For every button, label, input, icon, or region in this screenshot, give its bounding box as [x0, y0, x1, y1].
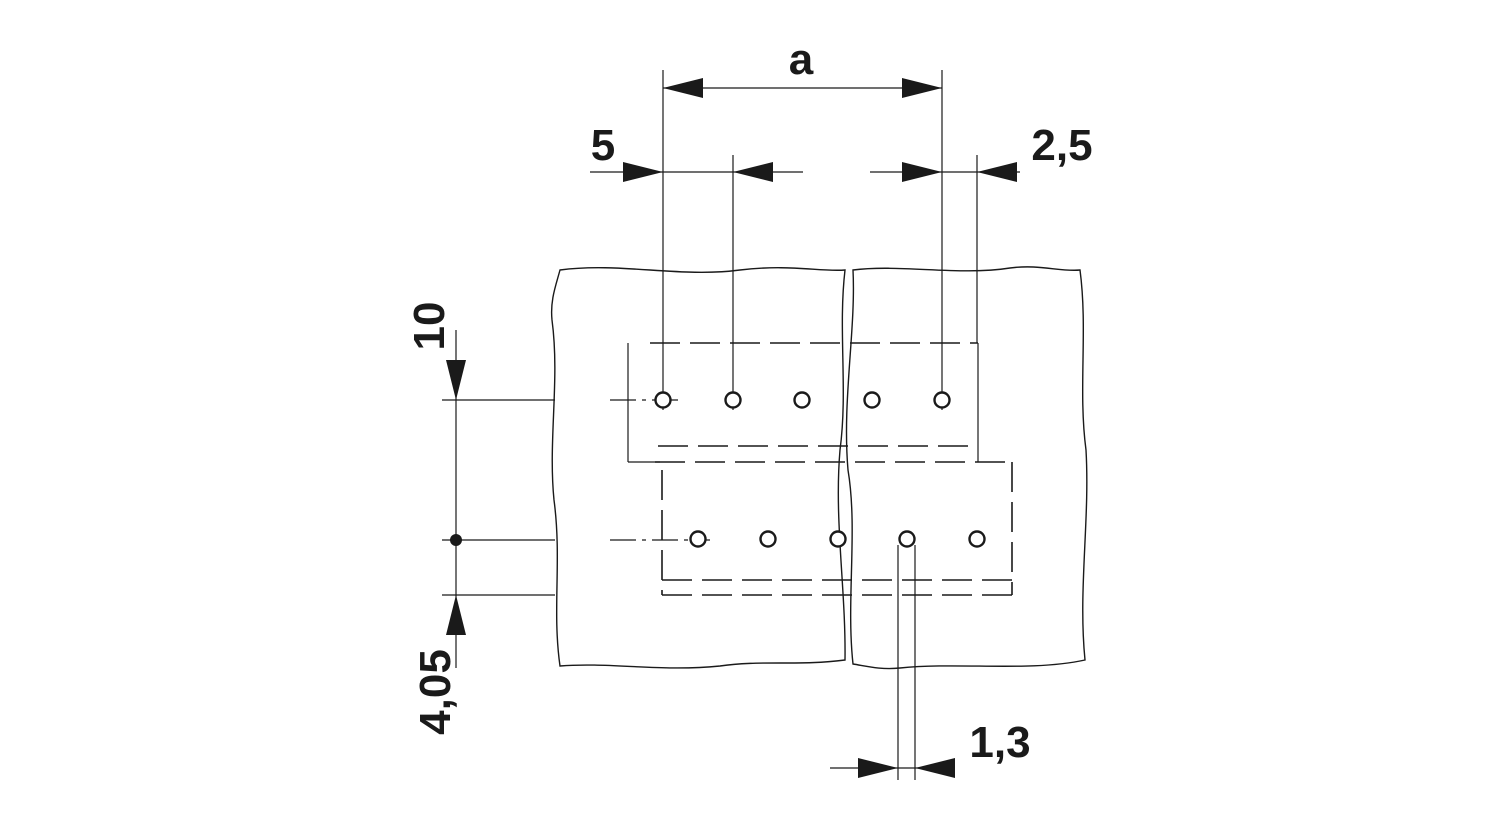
- lower-hole-row: [689, 530, 986, 548]
- hole: [654, 391, 672, 409]
- dimension-pitch-label: 5: [591, 121, 615, 170]
- hole: [863, 391, 881, 409]
- hole: [898, 530, 916, 548]
- hole: [829, 530, 847, 548]
- dimension-row-spacing: 10: [405, 302, 466, 546]
- hole: [724, 391, 742, 409]
- dimension-hole-diameter: 1,3: [830, 718, 1031, 778]
- lower-header-outline: [655, 461, 1013, 596]
- upper-header-outline: [627, 342, 979, 463]
- dimension-hole-diameter-label: 1,3: [969, 718, 1030, 767]
- dimension-a-label: a: [789, 35, 814, 84]
- dimension-pitch: 5: [590, 121, 803, 182]
- dimension-edge-offset: 2,5: [870, 121, 1093, 182]
- dimension-a: a: [663, 35, 942, 98]
- pcb-board-left: [550, 266, 846, 669]
- extension-lines: [442, 70, 978, 780]
- upper-hole-row: [654, 391, 951, 409]
- hole: [759, 530, 777, 548]
- hole: [933, 391, 951, 409]
- dimension-edge-distance: 4,05: [411, 540, 466, 735]
- hole: [968, 530, 986, 548]
- dimension-row-spacing-label: 10: [405, 302, 454, 351]
- pcb-board-right: [845, 266, 1088, 670]
- dimension-edge-distance-label: 4,05: [411, 649, 460, 735]
- dimension-edge-offset-label: 2,5: [1031, 121, 1092, 170]
- hole: [689, 530, 707, 548]
- hole: [793, 391, 811, 409]
